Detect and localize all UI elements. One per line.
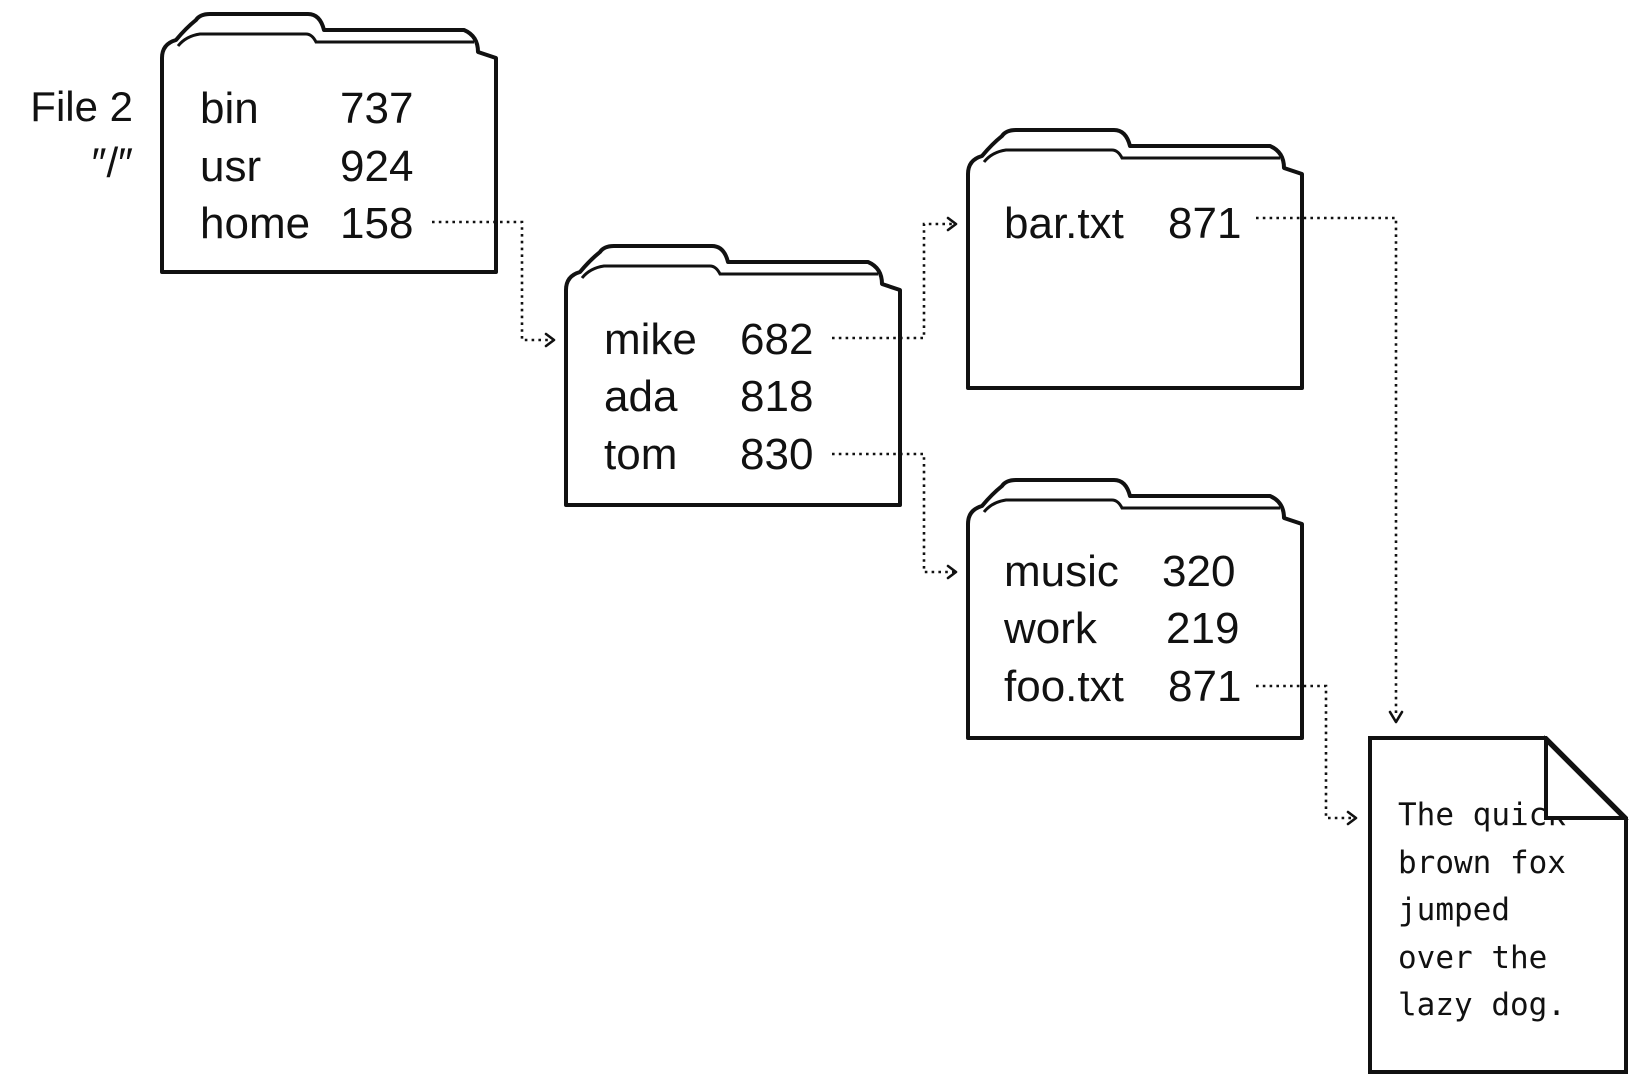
link-home-to-home-folder — [432, 220, 556, 348]
link-bartxt-to-document — [1256, 216, 1404, 724]
document-line: jumped — [1398, 892, 1510, 928]
entry-name: work — [1004, 604, 1097, 653]
entry-id: 924 — [340, 142, 414, 191]
entry-id: 320 — [1162, 547, 1236, 596]
folder-home-icon — [564, 244, 903, 507]
document-line: over the — [1398, 940, 1548, 976]
folder-root-icon — [160, 12, 498, 274]
document-line: The quick — [1398, 797, 1566, 833]
entry-id: 830 — [740, 430, 814, 479]
root-path: ″/″ — [91, 139, 133, 186]
document-line: brown fox — [1398, 845, 1566, 881]
entry-name: ada — [604, 372, 678, 421]
entry-name: home — [200, 199, 311, 248]
folder-mike-icon — [966, 128, 1305, 390]
link-mike-to-mike-folder — [832, 216, 958, 340]
entry-id: 158 — [340, 199, 414, 248]
entry-id: 871 — [1168, 199, 1242, 248]
folder-tom-icon — [966, 478, 1305, 740]
entry-name: foo.txt — [1004, 662, 1124, 711]
root-title: File 2 — [30, 83, 133, 130]
entry-name: tom — [604, 430, 678, 479]
entry-name: mike — [604, 315, 697, 364]
entry-id: 219 — [1166, 604, 1240, 653]
entry-name: usr — [200, 142, 262, 191]
entry-name: bar.txt — [1004, 199, 1124, 248]
entry-name: bin — [200, 84, 259, 133]
entry-id: 871 — [1168, 662, 1242, 711]
entry-name: music — [1004, 547, 1119, 596]
link-tom-to-tom-folder — [832, 452, 958, 580]
entry-id: 737 — [340, 84, 414, 133]
entry-id: 818 — [740, 372, 814, 421]
entry-id: 682 — [740, 315, 814, 364]
link-footxt-to-document — [1256, 684, 1358, 826]
document-line: lazy dog. — [1398, 987, 1566, 1023]
